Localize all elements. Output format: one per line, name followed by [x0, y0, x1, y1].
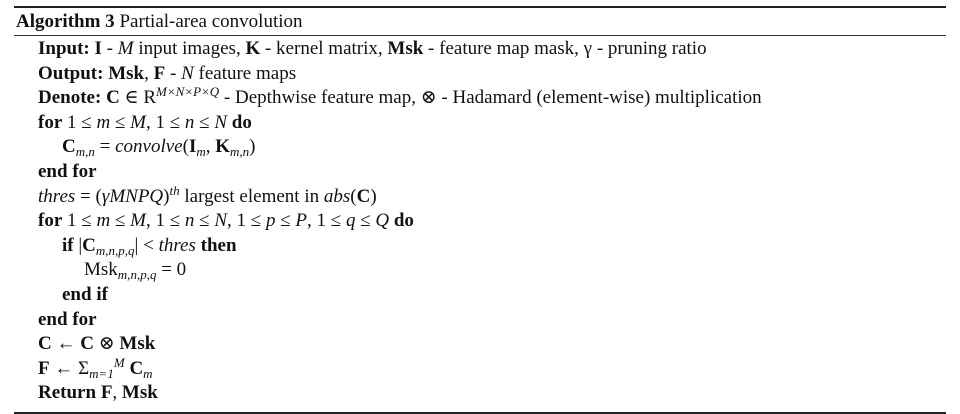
output-line: Output: Msk, F - N feature maps	[14, 62, 946, 87]
algorithm-title: Partial-area convolution	[119, 11, 303, 32]
algorithm-caption: Algorithm 3 Partial-area convolution	[14, 8, 946, 35]
output-keyword: Output:	[38, 62, 104, 84]
hadamard-statement: C ← C ⊗ Msk	[38, 333, 156, 355]
for-loop-2-end: end for	[38, 308, 97, 330]
input-text: I - M input images, K - kernel matrix, M…	[94, 38, 707, 59]
for-loop-2-header: for 1 ≤ m ≤ M, 1 ≤ n ≤ N, 1 ≤ p ≤ P, 1 ≤…	[38, 210, 414, 232]
threshold-statement: thres = (γMNPQ)th largest element in abs…	[38, 182, 377, 207]
sum-statement: F ← Σm=1M Cm	[38, 354, 153, 381]
algorithm-block: Algorithm 3 Partial-area convolution Inp…	[14, 6, 946, 414]
if-condition: if |Cm,n,p,q| < thres then	[62, 234, 237, 258]
denote-line: Denote: C ∈ RM×N×P×Q - Depthwise feature…	[14, 84, 946, 111]
for-loop-1-header: for 1 ≤ m ≤ M, 1 ≤ n ≤ N do	[38, 111, 252, 133]
output-text: Msk, F - N feature maps	[108, 62, 297, 84]
if-end: end if	[62, 283, 108, 305]
input-keyword: Input:	[38, 38, 90, 59]
input-line: Input: I - M input images, K - kernel ma…	[14, 37, 946, 62]
top-rule	[14, 6, 946, 8]
algorithm-body: Input: I - M input images, K - kernel ma…	[14, 36, 946, 406]
denote-keyword: Denote:	[38, 87, 102, 109]
caption-rule	[14, 35, 946, 36]
mask-assignment: Mskm,n,p,q = 0	[84, 259, 187, 283]
convolve-statement: Cm,n = convolve(Im, Km,n)	[62, 136, 256, 160]
denote-text: C ∈ RM×N×P×Q - Depthwise feature map, ⊗ …	[106, 84, 762, 109]
return-statement: Return F, Msk	[38, 382, 158, 404]
algorithm-label: Algorithm 3	[16, 11, 115, 32]
for-loop-1-end: end for	[38, 160, 97, 182]
